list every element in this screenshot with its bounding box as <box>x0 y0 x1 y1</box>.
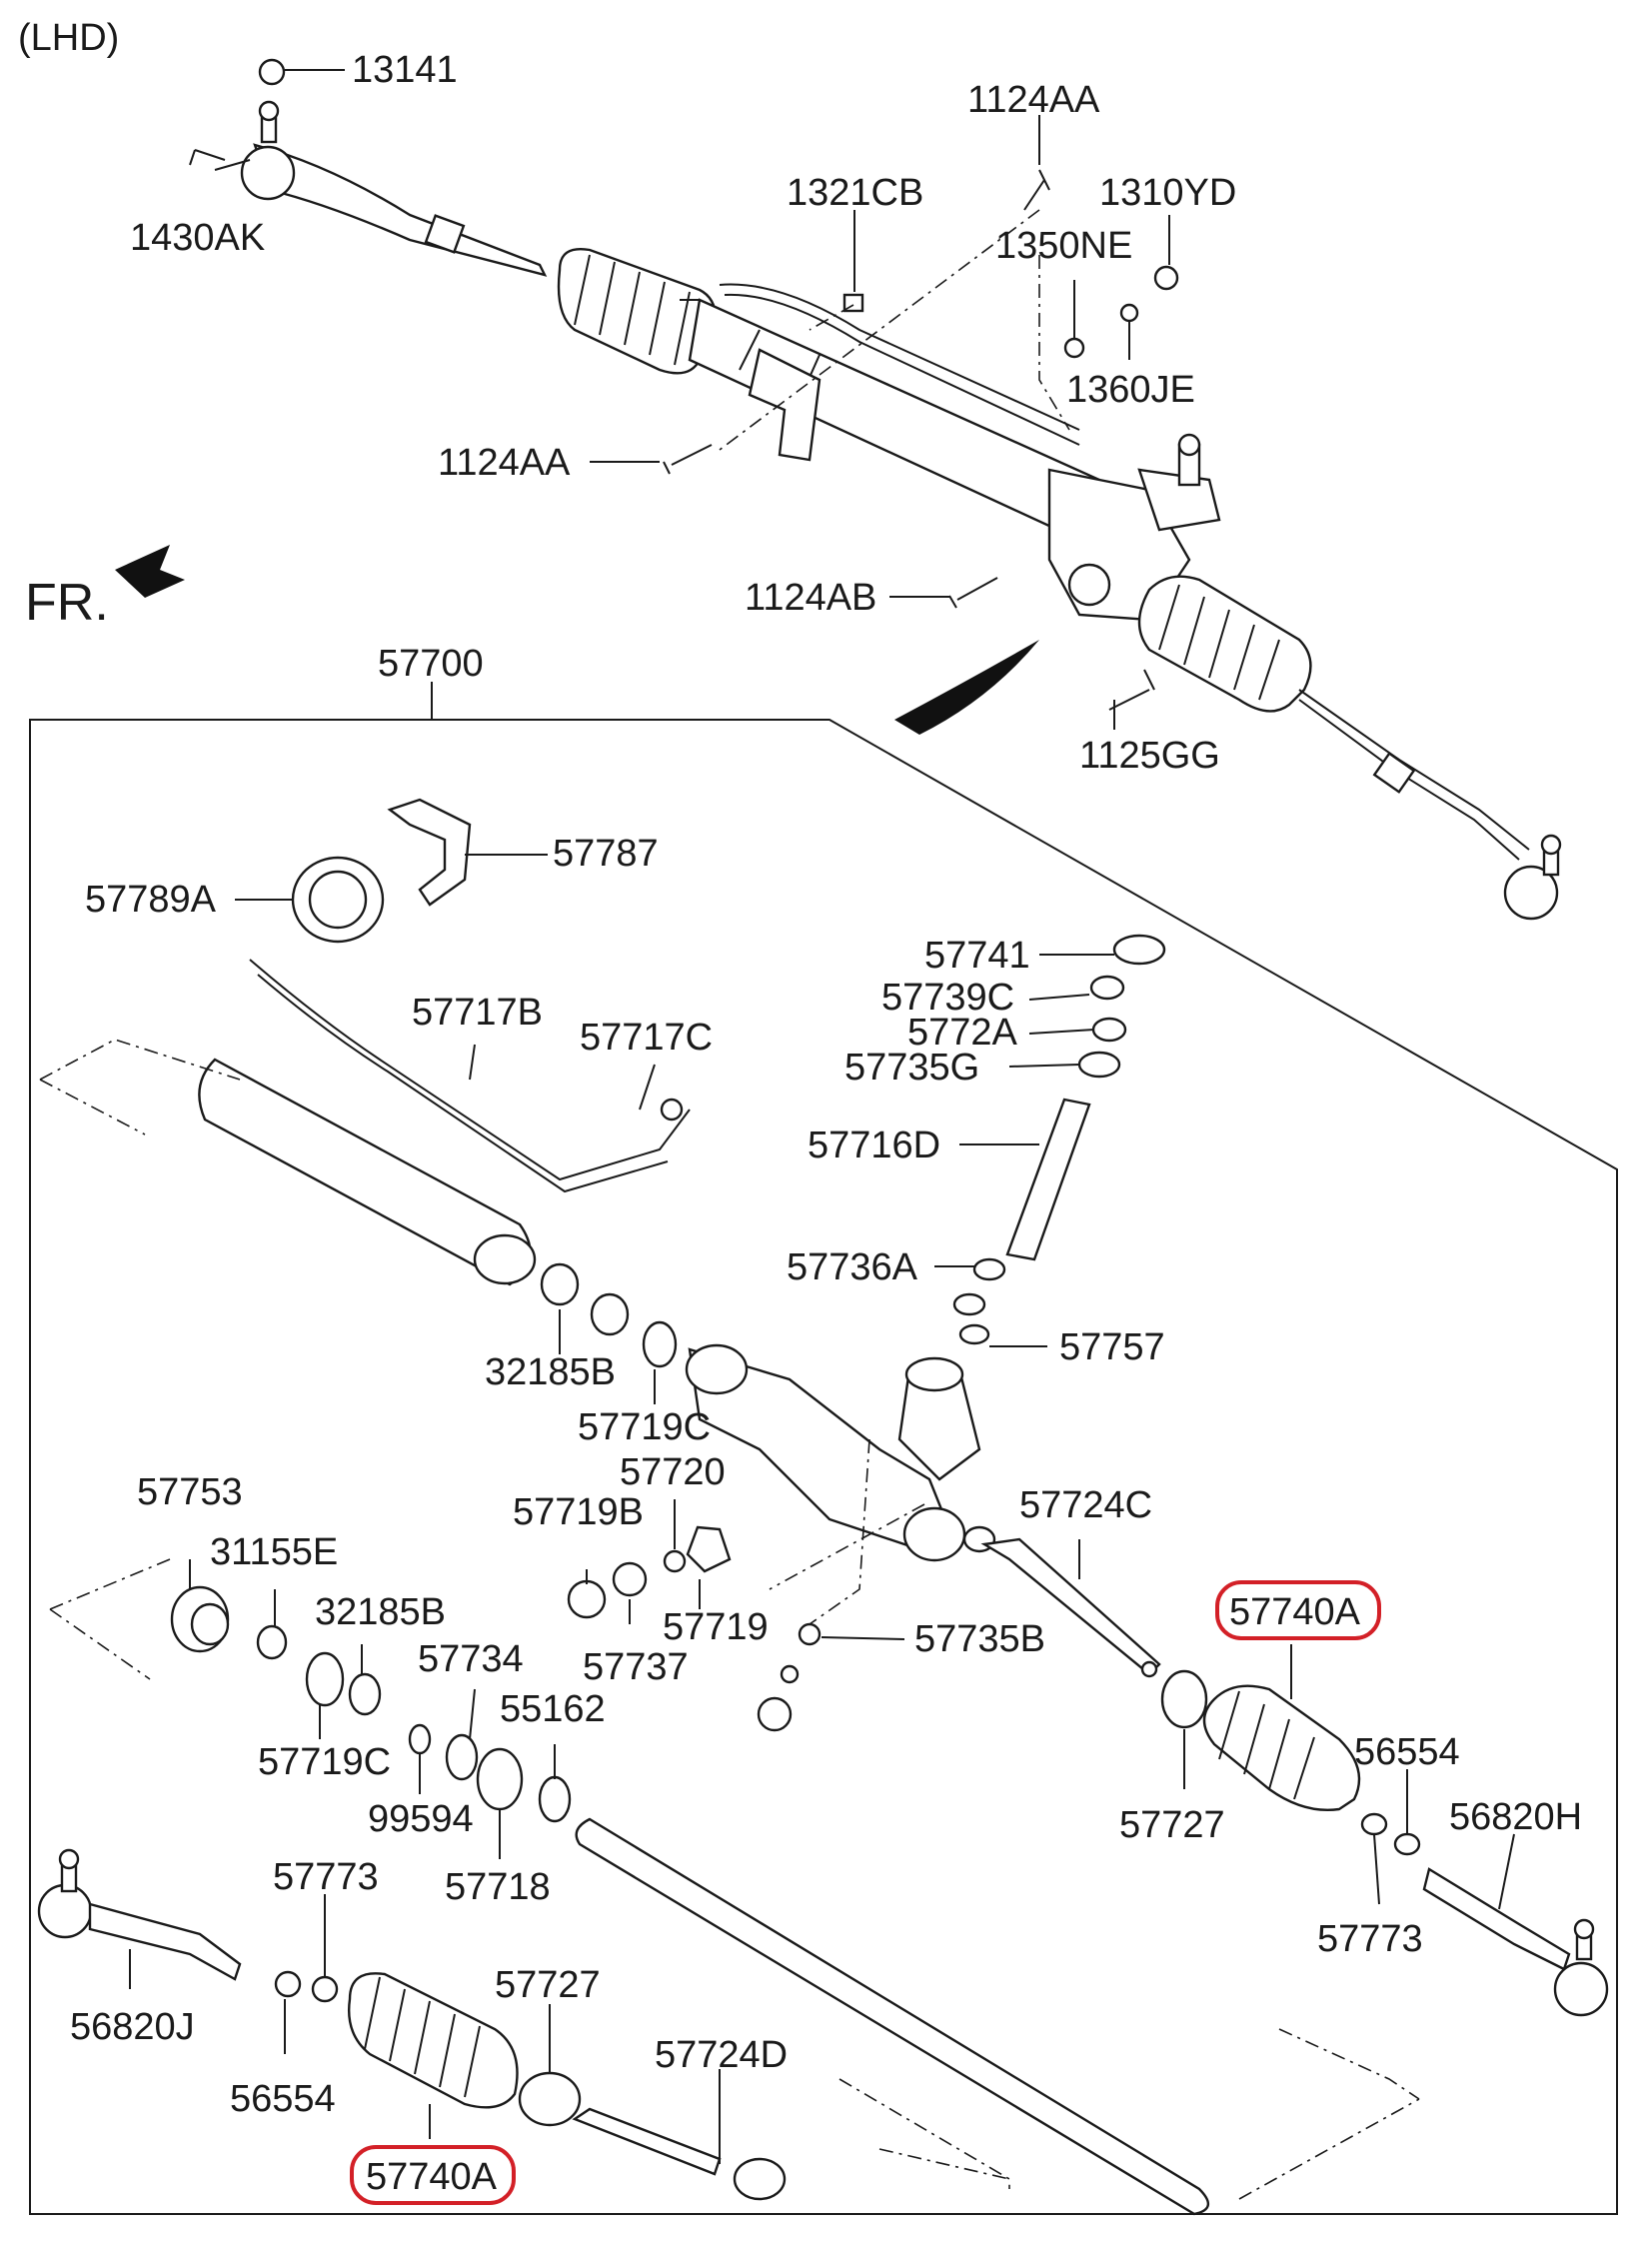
label-5772A: 5772A <box>907 1012 1018 1054</box>
label-57787: 57787 <box>553 833 659 875</box>
label-57717B: 57717B <box>412 992 543 1034</box>
front-label: FR. <box>25 574 109 632</box>
label-57740A-right: 57740A <box>1229 1591 1361 1633</box>
assembly-part-number: 57700 <box>378 643 484 685</box>
label-57734: 57734 <box>418 1638 524 1680</box>
label-1125GG: 1125GG <box>1079 735 1220 777</box>
label-57741: 57741 <box>924 935 1030 977</box>
label-57757: 57757 <box>1059 1326 1165 1368</box>
label-57717C: 57717C <box>580 1017 713 1059</box>
label-57737: 57737 <box>583 1646 689 1688</box>
label-99594: 99594 <box>368 1798 474 1840</box>
label-56820J: 56820J <box>70 2006 195 2048</box>
label-57719C-bottom: 57719C <box>258 1741 391 1783</box>
label-31155E: 31155E <box>210 1531 338 1573</box>
label-1124AA-top: 1124AA <box>967 79 1100 121</box>
label-1124AB: 1124AB <box>745 577 876 619</box>
highlight-57740A-left <box>350 2145 516 2205</box>
label-57724D: 57724D <box>655 2034 788 2076</box>
front-direction-arrow <box>115 545 185 598</box>
exploded-parts-drawing <box>37 798 1609 2216</box>
part-labels: (LHD) FR. 57700 13141 1430AK 1124AA 1321… <box>18 17 1582 2198</box>
drive-side-label: (LHD) <box>18 17 119 59</box>
label-32185B-top: 32185B <box>485 1351 616 1393</box>
label-57773-left: 57773 <box>273 1856 379 1898</box>
label-55162: 55162 <box>500 1688 606 1730</box>
label-57727-left: 57727 <box>495 1964 601 2006</box>
exploded-view-frame <box>29 719 1618 2215</box>
highlight-57740A-right <box>1215 1580 1381 1640</box>
leader-lines <box>129 69 1515 2164</box>
label-57719C-top: 57719C <box>578 1406 711 1448</box>
label-1360JE: 1360JE <box>1066 369 1195 411</box>
label-57719B: 57719B <box>513 1491 644 1533</box>
label-57735B: 57735B <box>914 1618 1045 1660</box>
label-56554-right: 56554 <box>1354 1731 1460 1773</box>
label-57739C: 57739C <box>881 977 1014 1019</box>
label-57753: 57753 <box>137 1471 243 1513</box>
label-56820H: 56820H <box>1449 1796 1582 1838</box>
label-1430AK: 1430AK <box>130 217 265 259</box>
label-57727-right: 57727 <box>1119 1804 1225 1846</box>
label-13141: 13141 <box>352 49 458 91</box>
label-1310YD: 1310YD <box>1099 172 1236 214</box>
label-57724C: 57724C <box>1019 1484 1152 1526</box>
label-57736A: 57736A <box>787 1246 918 1288</box>
label-56554-left: 56554 <box>230 2078 336 2120</box>
label-1124AA-left: 1124AA <box>438 442 571 484</box>
label-57735G: 57735G <box>844 1047 979 1089</box>
label-57740A-left: 57740A <box>366 2156 498 2198</box>
steering-gear-assembly-drawing <box>189 58 1562 921</box>
label-1350NE: 1350NE <box>995 225 1132 267</box>
label-1321CB: 1321CB <box>787 172 923 214</box>
label-32185B-bottom: 32185B <box>315 1591 446 1633</box>
label-57716D: 57716D <box>808 1125 940 1166</box>
label-57718: 57718 <box>445 1866 551 1908</box>
label-57789A: 57789A <box>85 879 217 921</box>
label-57720: 57720 <box>620 1451 726 1493</box>
label-57719: 57719 <box>663 1606 769 1648</box>
label-57773-right: 57773 <box>1317 1918 1423 1960</box>
